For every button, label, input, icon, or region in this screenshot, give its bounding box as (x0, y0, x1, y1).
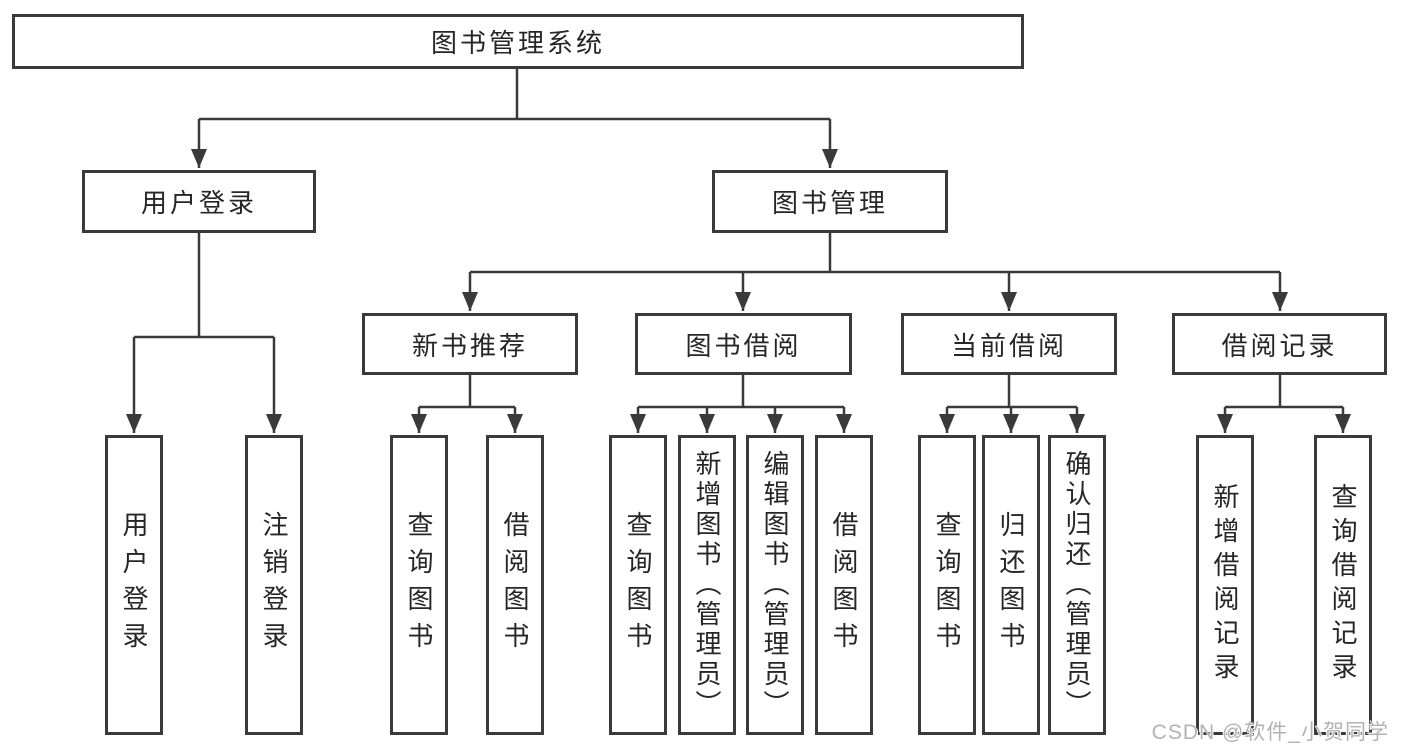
leaf-add-books-admin: 新增图书（管理员） (678, 435, 736, 735)
leaf-add-borrow-record-label: 新增借阅记录 (1210, 483, 1240, 687)
leaf-user-login: 用户登录 (105, 435, 163, 735)
leaf-logout: 注销登录 (245, 435, 303, 735)
node-new-book-recommendation-label: 新书推荐 (411, 330, 528, 361)
leaf-borrow-books-recommend: 借阅图书 (486, 435, 544, 735)
leaf-borrow-books: 借阅图书 (815, 435, 873, 735)
node-book-management-label: 图书管理 (771, 188, 888, 218)
csdn-watermark: CSDN @软件_小贺同学 (1151, 721, 1389, 744)
node-user-login: 用户登录 (82, 170, 316, 233)
leaf-confirm-return-admin: 确认归还（管理员） (1048, 435, 1106, 735)
leaf-query-borrow-record: 查询借阅记录 (1314, 435, 1372, 735)
leaf-query-books-borrowing: 查询图书 (609, 435, 667, 735)
node-borrowing-records: 借阅记录 (1172, 313, 1387, 375)
node-book-borrowing: 图书借阅 (635, 313, 852, 375)
node-current-borrowing-label: 当前借阅 (950, 330, 1067, 361)
leaf-query-books-recommend-label: 查询图书 (404, 511, 434, 659)
node-current-borrowing: 当前借阅 (901, 313, 1117, 375)
leaf-return-books-label: 归还图书 (996, 511, 1026, 659)
leaf-logout-label: 注销登录 (259, 511, 289, 659)
leaf-borrow-books-recommend-label: 借阅图书 (500, 511, 530, 659)
leaf-confirm-return-admin-label: 确认归还（管理员） (1062, 450, 1092, 720)
leaf-query-books-borrowing-label: 查询图书 (623, 511, 653, 659)
node-root: 图书管理系统 (12, 14, 1024, 69)
leaf-edit-books-admin: 编辑图书（管理员） (746, 435, 804, 735)
leaf-query-books-current: 查询图书 (918, 435, 976, 735)
leaf-query-books-current-label: 查询图书 (932, 511, 962, 659)
leaf-add-books-admin-label: 新增图书（管理员） (692, 450, 722, 720)
leaf-borrow-books-label: 借阅图书 (829, 511, 859, 659)
node-root-label: 图书管理系统 (430, 28, 605, 58)
leaf-return-books: 归还图书 (982, 435, 1040, 735)
leaf-user-login-label: 用户登录 (119, 511, 149, 659)
leaf-query-books-recommend: 查询图书 (390, 435, 448, 735)
node-borrowing-records-label: 借阅记录 (1221, 330, 1338, 361)
node-new-book-recommendation: 新书推荐 (362, 313, 578, 375)
node-book-borrowing-label: 图书借阅 (685, 330, 802, 361)
leaf-query-borrow-record-label: 查询借阅记录 (1328, 483, 1358, 687)
leaf-edit-books-admin-label: 编辑图书（管理员） (760, 450, 790, 720)
node-book-management: 图书管理 (712, 170, 948, 233)
node-user-login-label: 用户登录 (140, 188, 257, 218)
leaf-add-borrow-record: 新增借阅记录 (1196, 435, 1254, 735)
